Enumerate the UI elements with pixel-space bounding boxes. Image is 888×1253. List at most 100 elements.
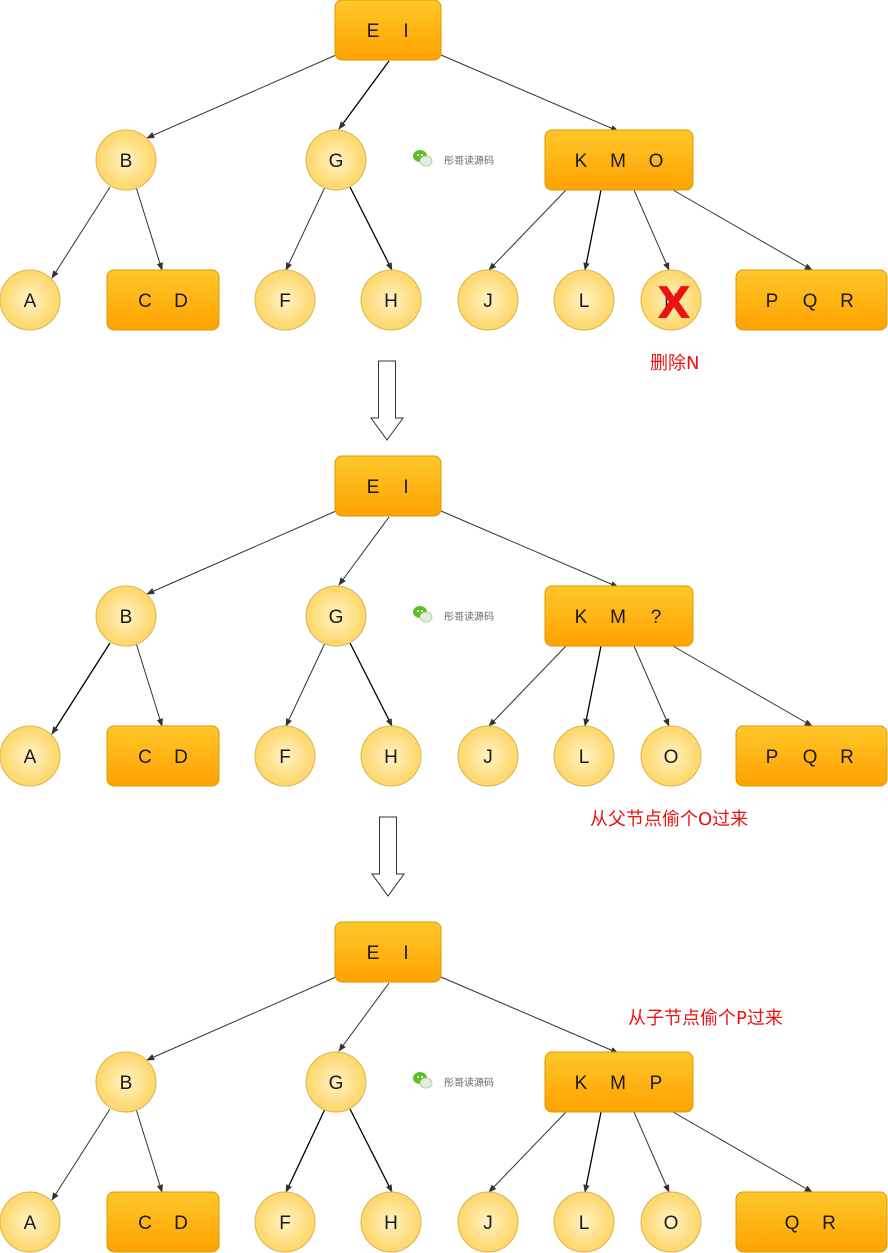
leaf-h-circle <box>360 1191 422 1253</box>
root-node-box <box>334 921 442 983</box>
right-internal-node-key: K <box>575 151 588 172</box>
watermark: 彤哥读源码 <box>413 150 494 167</box>
leaf-pqr-key: Q <box>803 747 818 768</box>
node-g-label: G <box>329 151 344 172</box>
edge-root-b <box>146 976 337 1061</box>
annotation-text: 从父节点偷个O过来 <box>590 809 748 830</box>
node-g-circle <box>305 585 367 647</box>
edge-root-g <box>338 516 390 586</box>
node-g-label: G <box>329 607 344 628</box>
edge-g-h <box>349 186 393 271</box>
leaf-pqr-key: P <box>766 291 779 312</box>
leaf-l-label: L <box>579 291 590 312</box>
edge-b-cd <box>135 186 163 271</box>
leaf-l-circle <box>553 1191 615 1253</box>
leaf-f-label: F <box>279 747 291 768</box>
root-node-key: I <box>403 21 408 42</box>
root-node-box <box>334 0 442 61</box>
edge-r-l <box>583 1111 602 1193</box>
watermark-text: 彤哥读源码 <box>444 154 494 167</box>
wechat-icon <box>413 1072 433 1089</box>
leaf-j-circle <box>457 1191 519 1253</box>
leaf-l: L <box>553 269 615 331</box>
root-node-key: I <box>403 477 408 498</box>
leaf-pqr-key: Q <box>803 291 818 312</box>
right-internal-node-key: M <box>610 151 626 172</box>
right-internal-node-key: ? <box>651 607 662 628</box>
watermark-text: 彤哥读源码 <box>444 610 494 623</box>
right-internal-node-key: P <box>650 1073 663 1094</box>
watermark: 彤哥读源码 <box>413 1072 494 1089</box>
leaf-cd-key: D <box>174 747 188 768</box>
leaf-slot-circle <box>640 725 702 787</box>
edge-b-cd <box>135 642 163 727</box>
edge-root-g <box>338 60 390 130</box>
edge-root-kmo <box>440 510 619 588</box>
edge-r-pqr <box>672 189 813 271</box>
edge-root-b <box>146 54 337 139</box>
leaf-cd-key: C <box>138 747 152 768</box>
edge-b-a <box>51 1108 111 1201</box>
leaf-j-label: J <box>483 1213 493 1234</box>
node-b-label: B <box>120 1073 133 1094</box>
leaf-l: L <box>553 1191 615 1253</box>
right-internal-node-box <box>544 1051 694 1113</box>
annotation-text: 从子节点偷个P过来 <box>628 1008 783 1029</box>
right-internal-node-key: O <box>649 151 664 172</box>
leaf-h: H <box>360 1191 422 1253</box>
leaf-l-label: L <box>579 747 590 768</box>
leaf-f: F <box>254 725 316 787</box>
node-b: B <box>95 129 157 191</box>
leaf-a: A <box>0 269 61 331</box>
leaf-h-label: H <box>384 291 398 312</box>
node-b-label: B <box>120 607 133 628</box>
root-node-key: E <box>367 477 380 498</box>
edge-r-pqr <box>672 1111 813 1193</box>
leaf-pqr-box <box>735 725 888 787</box>
wechat-icon <box>413 606 433 623</box>
leaf-pqr-key: Q <box>785 1213 800 1234</box>
leaf-h: H <box>360 725 422 787</box>
node-b: B <box>95 1051 157 1113</box>
edge-g-f <box>285 1108 326 1193</box>
transition-arrow <box>370 360 404 441</box>
root-node-key: I <box>403 943 408 964</box>
node-g: G <box>305 585 367 647</box>
node-g-label: G <box>329 1073 344 1094</box>
leaf-a-circle <box>0 269 61 331</box>
leaf-f-label: F <box>279 1213 291 1234</box>
edge-g-h <box>349 1108 393 1193</box>
edge-b-cd <box>135 1108 163 1193</box>
leaf-slot: N <box>640 269 702 331</box>
leaf-a: A <box>0 725 61 787</box>
watermark-text: 彤哥读源码 <box>444 1076 494 1089</box>
leaf-a-label: A <box>24 1213 37 1234</box>
leaf-f: F <box>254 269 316 331</box>
edge-g-h <box>349 642 393 727</box>
edge-root-kmo <box>440 54 619 132</box>
node-g-circle <box>305 1051 367 1113</box>
leaf-pqr-key: R <box>822 1213 836 1234</box>
edge-r-pqr <box>672 645 813 727</box>
edge-r-slot <box>633 189 670 271</box>
right-internal-node-box <box>544 129 694 191</box>
leaf-pqr-box <box>735 269 888 331</box>
leaf-h-circle <box>360 269 422 331</box>
leaf-slot-circle <box>640 1191 702 1253</box>
leaf-j-circle <box>457 725 519 787</box>
leaf-l: L <box>553 725 615 787</box>
edge-g-f <box>285 186 326 271</box>
right-internal-node-key: M <box>610 1073 626 1094</box>
leaf-j: J <box>457 269 519 331</box>
edge-root-b <box>146 510 337 595</box>
right-internal-node-key: M <box>610 607 626 628</box>
root-node-key: E <box>367 21 380 42</box>
edge-root-kmo <box>440 976 619 1054</box>
leaf-slot: O <box>640 725 702 787</box>
